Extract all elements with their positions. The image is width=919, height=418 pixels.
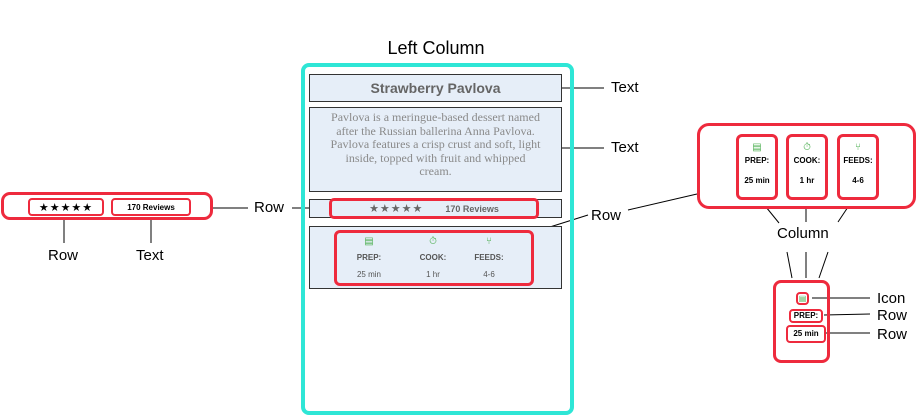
stat-label: COOK: [793, 156, 821, 165]
zoom-rating-row: ★★★★★ 170 Reviews [1, 192, 213, 220]
fork-knife-icon: ⑂ [855, 142, 861, 153]
label-text-description: Text [611, 139, 639, 156]
label-row-label: Row [877, 307, 908, 324]
left-column-frame [301, 63, 574, 415]
zoom-column-cook: ⏱ COOK: 1 hr [786, 134, 828, 200]
zoom-column-feeds: ⑂ FEEDS: 4-6 [837, 134, 879, 200]
zoom-icon-box: ▤ [796, 292, 809, 305]
stat-value: 4-6 [483, 270, 495, 279]
zoom-reviews-box: 170 Reviews [111, 198, 191, 216]
label-row-stats: Row [591, 207, 622, 224]
connector-col1 [765, 206, 780, 224]
zoom-column-prep: ▤ PREP: 25 min [736, 134, 778, 200]
recipe-description: Pavlova is a meringue-based dessert name… [330, 110, 541, 178]
zoom-reviews-count: 170 Reviews [127, 202, 175, 212]
zoom-stars-box: ★★★★★ [28, 198, 104, 216]
stat-label: COOK: [419, 253, 447, 262]
zoom-star-rating: ★★★★★ [38, 201, 94, 214]
stat-column-prep: ▤ PREP: 25 min [354, 236, 384, 279]
star-rating: ★★★★★ [369, 203, 424, 215]
label-row-zoom: Row [48, 247, 79, 264]
stat-label: PREP: [356, 253, 382, 262]
stat-label: FEEDS: [474, 253, 504, 262]
zoom-value-row: 25 min [786, 325, 826, 343]
title-panel: Strawberry Pavlova [309, 74, 562, 102]
label-row-value: Row [877, 326, 908, 343]
zoom-label-row: PREP: [789, 309, 823, 323]
stat-label: PREP: [744, 156, 770, 165]
notepad-icon: ▤ [364, 236, 374, 247]
stats-panel [309, 226, 562, 289]
stat-value: 1 hr [799, 176, 815, 185]
stat-value: 25 min [356, 270, 381, 279]
zoom-single-column: ▤ PREP: 25 min [773, 280, 830, 363]
description-panel: Pavlova is a meringue-based dessert name… [309, 107, 562, 192]
stat-value: 4-6 [852, 176, 864, 185]
stats-row-highlight: ▤ PREP: 25 min ⏱ COOK: 1 hr ⑂ FEEDS: 4-6 [334, 230, 534, 286]
notepad-icon: ▤ [752, 142, 762, 153]
connector-col1-down [786, 251, 793, 279]
fork-knife-icon: ⑂ [486, 236, 492, 247]
stat-label: FEEDS: [843, 156, 873, 165]
connector-stats-zoom [627, 193, 698, 211]
timer-icon: ⏱ [803, 142, 811, 153]
notepad-icon: ▤ [798, 294, 807, 303]
connector-col3 [837, 206, 849, 223]
timer-icon: ⏱ [429, 236, 437, 247]
stat-column-feeds: ⑂ FEEDS: 4-6 [471, 236, 507, 279]
label-text-title: Text [611, 79, 639, 96]
stat-value: 1 hr [426, 270, 440, 279]
recipe-title: Strawberry Pavlova [370, 80, 501, 96]
rating-row-highlight: ★★★★★ 170 Reviews [329, 198, 539, 219]
stat-column-cook: ⏱ COOK: 1 hr [418, 236, 448, 279]
connector-col3-down [818, 251, 829, 279]
label-icon: Icon [877, 290, 906, 307]
label-column: Column [777, 225, 829, 242]
connector-label-row [823, 313, 871, 316]
label-text-zoom: Text [136, 247, 164, 264]
zoom-stats-row: ▤ PREP: 25 min ⏱ COOK: 1 hr ⑂ FEEDS: 4-6 [697, 123, 916, 209]
left-column-heading: Left Column [387, 38, 485, 58]
label-row-rating: Row [254, 199, 285, 216]
reviews-count: 170 Reviews [445, 203, 499, 214]
stat-value: 25 min [744, 176, 770, 185]
